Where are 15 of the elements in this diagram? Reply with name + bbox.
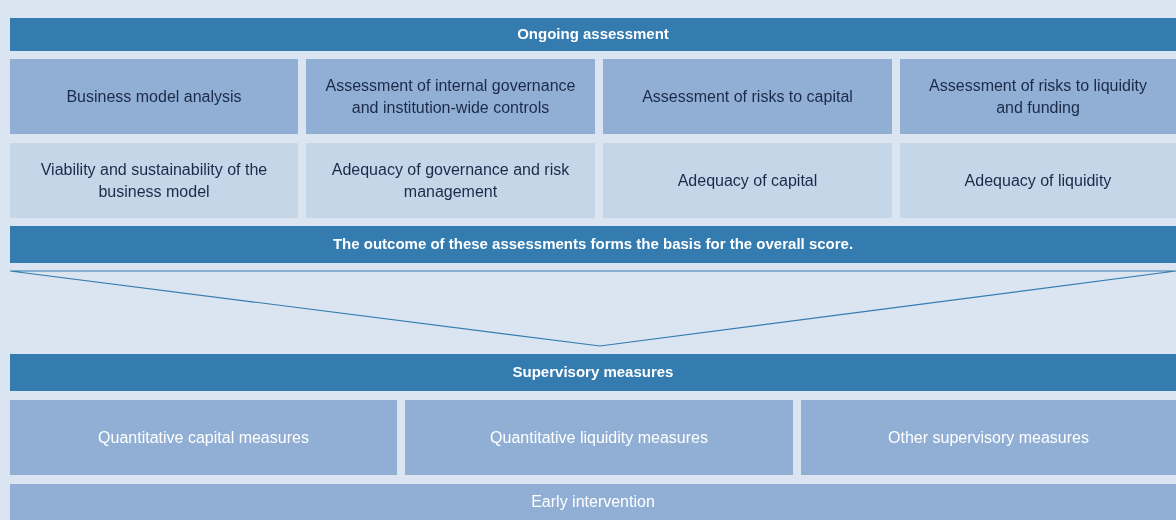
header-bar: The outcome of these assessments forms the basis for the overall score. xyxy=(10,226,1176,263)
category-box: Assessment of risks to capital xyxy=(603,59,892,134)
category-box: Quantitative liquidity measures xyxy=(405,400,793,475)
category-box: Viability and sustainability of the business model xyxy=(10,143,298,218)
category-box: Quantitative capital measures xyxy=(10,400,397,475)
header-bar: Supervisory measures xyxy=(10,354,1176,391)
category-box: Early intervention xyxy=(10,484,1176,520)
category-box: Adequacy of liquidity xyxy=(900,143,1176,218)
category-box: Other supervisory measures xyxy=(801,400,1176,475)
category-box: Adequacy of governance and risk management xyxy=(306,143,595,218)
category-box: Assessment of internal governance and institution-wide controls xyxy=(306,59,595,134)
category-box: Business model analysis xyxy=(10,59,298,134)
header-bar: Ongoing assessment xyxy=(10,18,1176,51)
category-box: Assessment of risks to liquidity and funding xyxy=(900,59,1176,134)
category-box: Adequacy of capital xyxy=(603,143,892,218)
